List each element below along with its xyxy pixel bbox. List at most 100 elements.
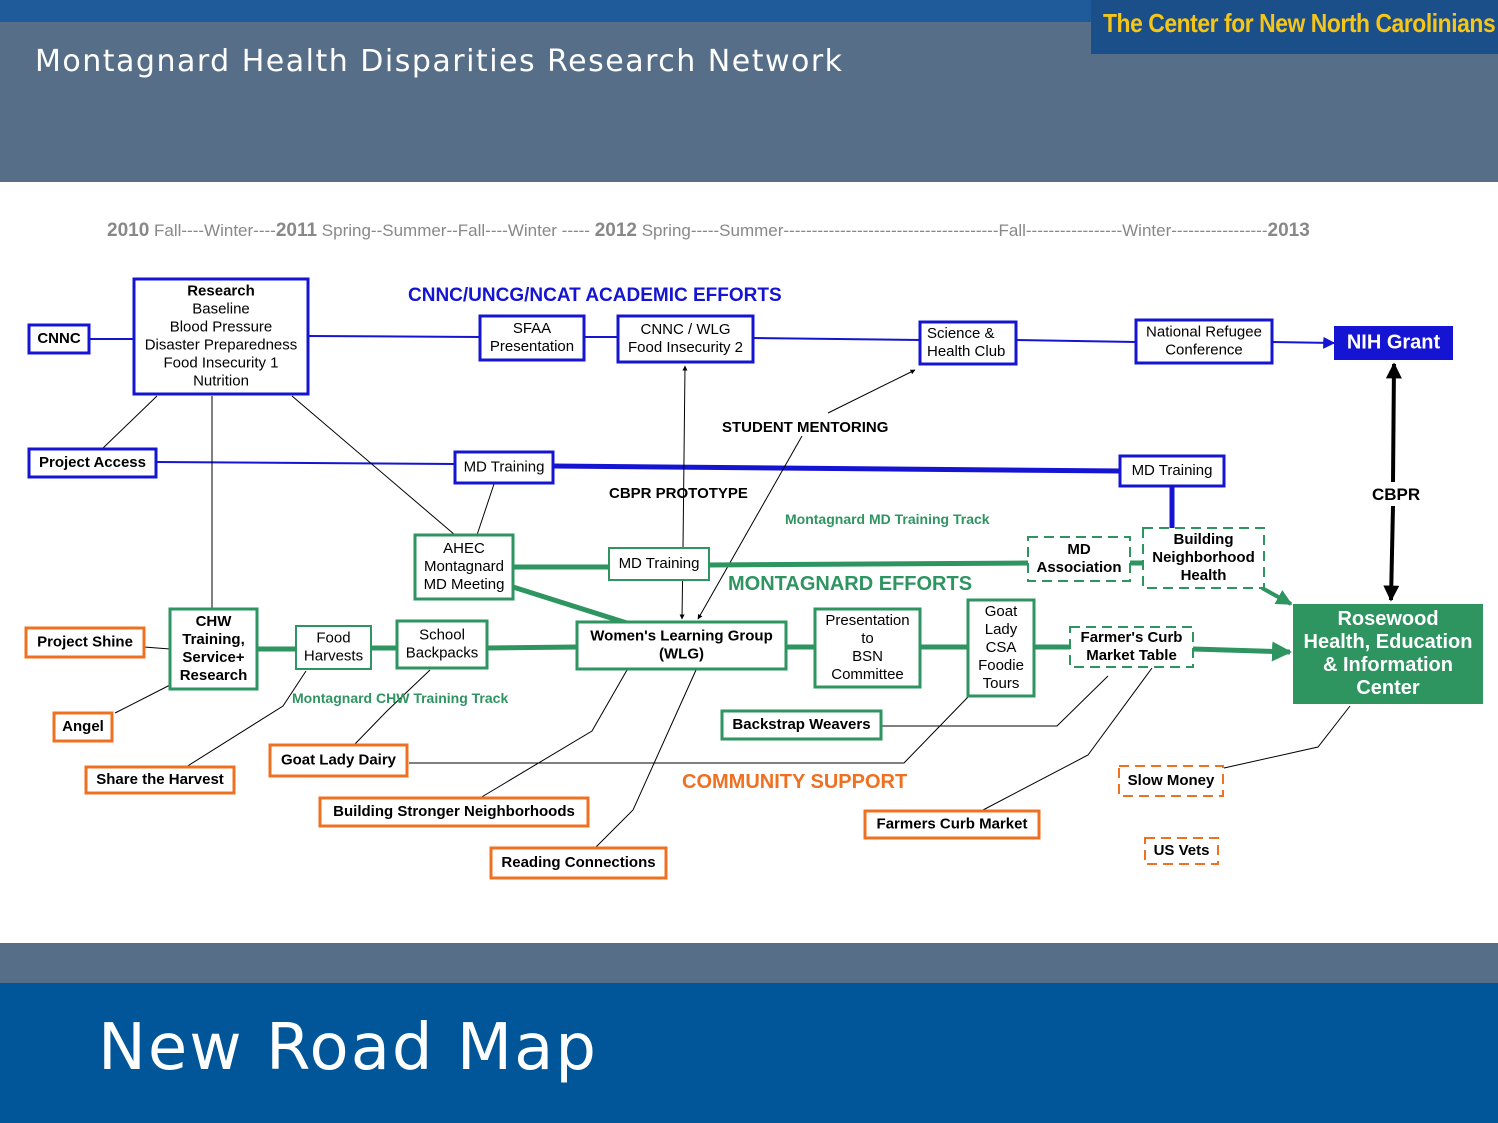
connector-building-rosewood (1261, 586, 1293, 606)
box-science-club-frame (918, 320, 1018, 366)
box-research-line-4: Food Insecurity 1 (163, 354, 278, 371)
box-food-harvests-line-1: Harvests (304, 647, 363, 664)
box-school-backpacks-line-1: Backpacks (406, 644, 479, 661)
box-chw-frame (168, 607, 259, 691)
box-backstrap: Backstrap Weavers (720, 709, 883, 741)
box-building-health-line-0: Building (1174, 531, 1234, 548)
box-reading-line-0: Reading Connections (501, 854, 655, 871)
connector-school-wlg (486, 644, 578, 651)
box-goat-csa-line-3: Foodie (978, 657, 1024, 674)
box-cnnc-wlg-line-1: Food Insecurity 2 (628, 339, 743, 356)
box-goat-csa-line-1: Lady (985, 621, 1018, 638)
box-md-training-2-frame (1118, 454, 1226, 488)
box-nih-line-0: NIH Grant (1347, 332, 1441, 354)
box-stronger-neighborhoods-frame (318, 796, 590, 828)
box-research-frame (132, 277, 310, 396)
box-reading: Reading Connections (489, 846, 668, 880)
box-nih-frame (1334, 326, 1453, 360)
box-building-health-line-2: Health (1181, 567, 1227, 584)
box-stronger-neighborhoods: Building Stronger Neighborhoods (318, 796, 590, 828)
label-montagnard-efforts: MONTAGNARD EFFORTS (728, 573, 972, 595)
box-science-club-line-0: Science & (927, 325, 995, 342)
timeline-2013: 2013 (1268, 220, 1310, 241)
connector-cnncwlg-science (752, 337, 921, 341)
box-angel-line-0: Angel (62, 718, 104, 735)
box-cnnc-frame (27, 323, 91, 355)
box-cnnc: CNNC (27, 323, 91, 355)
box-research-line-0: Research (187, 282, 255, 299)
box-angel: Angel (52, 711, 114, 743)
timeline-segment-3: Spring-----Summer-----------------------… (637, 221, 1268, 240)
box-bsn-line-3: Committee (831, 666, 904, 683)
box-bsn-frame (813, 607, 922, 689)
connector-farmers-market (982, 667, 1153, 811)
connector-access-mdtraining (155, 461, 456, 465)
connector-wlg-cnncwlg (682, 365, 688, 549)
box-nih: NIH Grant (1334, 326, 1453, 360)
connector-mdtraining-ahec (476, 483, 495, 536)
connector-shine-chw (143, 646, 171, 650)
label-cbpr-bg (1366, 482, 1428, 506)
connector-school-goatdairy (353, 669, 431, 746)
box-rosewood-line-0: Rosewood (1337, 608, 1438, 630)
box-sfaa-frame (478, 314, 586, 362)
box-rosewood-line-2: & Information (1323, 654, 1453, 676)
connector-cbpr-nih (1385, 362, 1402, 483)
label-md-training-track: Montagnard MD Training Track (785, 511, 990, 527)
box-md-association-frame (1027, 536, 1131, 582)
timeline-segment-2: Spring--Summer--Fall----Winter ----- (317, 221, 595, 240)
box-sfaa-line-1: Presentation (490, 338, 574, 355)
box-md-training-2-line-0: MD Training (1132, 462, 1213, 479)
connector-mentoring-science (827, 369, 916, 414)
box-bsn-line-1: to (861, 630, 874, 647)
box-project-shine-frame (24, 626, 146, 659)
connector-farmers-rosewood (1192, 641, 1292, 662)
box-goat-csa-line-2: CSA (986, 639, 1017, 656)
box-farmers-market: Farmers Curb Market (863, 809, 1041, 840)
box-md-training-1-frame (453, 450, 555, 485)
connector-rosewood-slowmoney (1223, 705, 1351, 769)
box-school-backpacks-line-0: School (419, 626, 465, 643)
box-goat-csa-frame (966, 598, 1036, 698)
box-goat-dairy: Goat Lady Dairy (268, 743, 409, 778)
box-chw-line-3: Research (180, 667, 248, 684)
label-academic-efforts: CNNC/UNCG/NCAT ACADEMIC EFFORTS (408, 285, 782, 306)
box-ahec-line-0: AHEC (443, 540, 485, 557)
box-md-training-2: MD Training (1118, 454, 1226, 488)
box-ahec-line-1: Montagnard (424, 558, 504, 575)
box-bsn-line-2: BSN (852, 648, 883, 665)
box-md-association-line-0: MD (1067, 541, 1090, 558)
box-rosewood-line-1: Health, Education (1304, 631, 1473, 653)
box-ahec-frame (413, 533, 515, 601)
box-research-line-5: Nutrition (193, 372, 249, 389)
box-goat-csa-line-4: Tours (983, 675, 1020, 692)
connector-research-access (101, 395, 158, 450)
diagram-area: 2010 Fall----Winter----2011 Spring--Summ… (0, 182, 1498, 943)
box-project-shine: Project Shine (24, 626, 146, 659)
box-science-club: Science &Health Club (918, 320, 1018, 366)
box-refugee-conf-line-0: National Refugee (1146, 323, 1262, 340)
box-wlg: Women's Learning Group(WLG) (575, 620, 788, 671)
box-wlg-frame (575, 620, 788, 671)
box-refugee-conf-frame (1134, 318, 1274, 365)
label-student-mentoring: STUDENT MENTORING (722, 419, 888, 436)
timeline-2011: 2011 (276, 220, 318, 241)
box-food-harvests-frame (295, 625, 372, 670)
box-research-line-1: Baseline (192, 300, 250, 317)
box-backstrap-line-0: Backstrap Weavers (732, 716, 870, 733)
box-md-training-1: MD Training (453, 450, 555, 485)
box-science-club-line-1: Health Club (927, 343, 1005, 360)
connector-food-share (185, 670, 307, 768)
label-cbpr-prototype: CBPR PROTOTYPE (609, 485, 748, 502)
box-farmers-market-frame (863, 809, 1041, 840)
box-ahec-line-2: MD Meeting (424, 576, 505, 593)
box-goat-dairy-frame (268, 743, 409, 778)
